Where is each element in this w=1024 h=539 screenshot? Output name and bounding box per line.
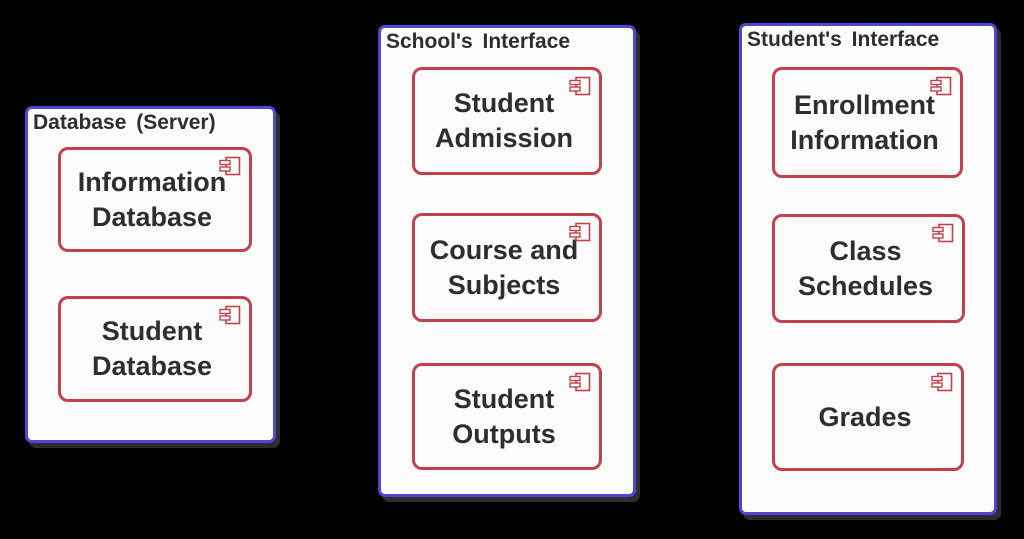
component-enrollment-information: Enrollment Information xyxy=(772,67,963,178)
uml-component-icon xyxy=(932,223,954,243)
component-label: Student Outputs xyxy=(452,383,556,449)
component-label: Student Admission xyxy=(434,88,574,153)
container-database-server: Database (Server) Information Database xyxy=(25,106,276,443)
component-course-and-subjects: Course and Subjects xyxy=(412,213,602,322)
container-title: School's Interface xyxy=(386,30,571,53)
uml-component-icon xyxy=(569,76,591,96)
container-schools-interface: School's Interface Student Admission xyxy=(378,25,636,497)
component-grades: Grades xyxy=(772,363,964,471)
container-title: Database (Server) xyxy=(33,111,216,134)
component-label: Course and Subjects xyxy=(429,234,579,300)
uml-component-icon xyxy=(931,372,953,392)
uml-component-icon xyxy=(930,76,952,96)
uml-component-icon xyxy=(569,372,591,392)
container-students-interface: Student's Interface Enrollment Informati… xyxy=(739,23,997,515)
container-title: Student's Interface xyxy=(747,28,940,51)
component-label: Enrollment Information xyxy=(790,89,939,155)
uml-component-icon xyxy=(219,305,241,325)
component-student-database: Student Database xyxy=(58,296,252,402)
component-student-outputs: Student Outputs xyxy=(412,363,602,470)
uml-component-icon xyxy=(569,222,591,242)
uml-component-icon xyxy=(219,156,241,176)
component-student-admission: Student Admission xyxy=(412,67,602,175)
component-label: Grades xyxy=(818,401,912,432)
component-class-schedules: Class Schedules xyxy=(772,214,965,323)
component-information-database: Information Database xyxy=(58,147,252,252)
component-label: Student Database xyxy=(91,316,213,381)
component-label: Information Database xyxy=(77,166,227,232)
component-label: Class Schedules xyxy=(797,235,934,301)
